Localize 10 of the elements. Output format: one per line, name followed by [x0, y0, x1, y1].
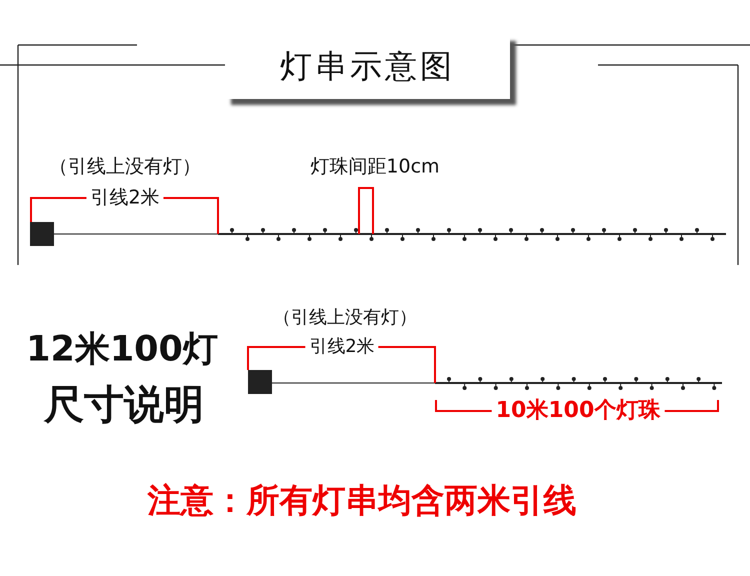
- heading-text: 12米100灯: [26, 332, 218, 368]
- dimension-label: 引线2米: [305, 338, 379, 356]
- dimension-label: 灯珠间距10cm: [310, 158, 440, 176]
- title-box: 灯串示意图: [225, 35, 510, 99]
- note-text: （引线上没有灯）: [273, 309, 417, 327]
- heading-text: 尺寸说明: [44, 385, 204, 425]
- dimension-label: 10米100个灯珠: [492, 400, 664, 422]
- note-text: 注意：所有灯串均含两米引线: [148, 484, 576, 516]
- note-text: （引线上没有灯）: [49, 158, 201, 176]
- dimension-label: 引线2米: [86, 188, 164, 208]
